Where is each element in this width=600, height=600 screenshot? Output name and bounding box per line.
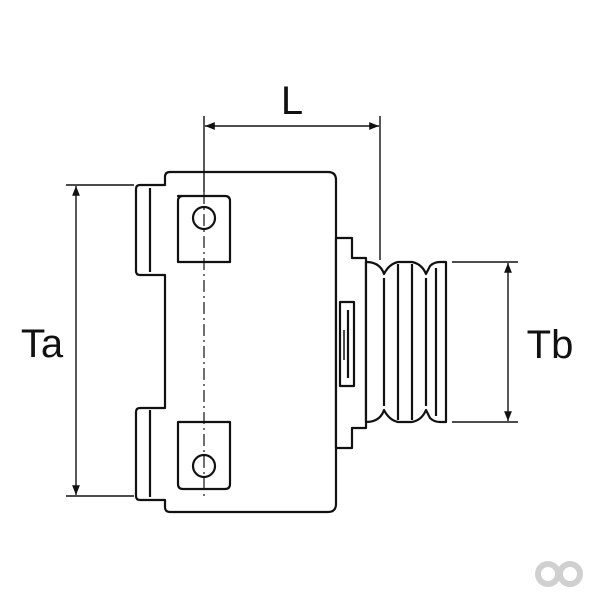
dimension-tb-label: Tb (527, 323, 574, 367)
dimension-tb (452, 261, 518, 423)
connector-neck (334, 236, 368, 450)
infinity-logo-icon (535, 561, 583, 587)
dimension-l-label: L (281, 79, 303, 123)
thread-outline (364, 260, 448, 424)
dimension-ta (66, 184, 134, 497)
threaded-end (364, 260, 448, 424)
dimension-ta-label: Ta (21, 322, 64, 366)
clamp-body (134, 170, 338, 514)
dimension-l (203, 116, 381, 260)
body-outline (134, 170, 338, 514)
